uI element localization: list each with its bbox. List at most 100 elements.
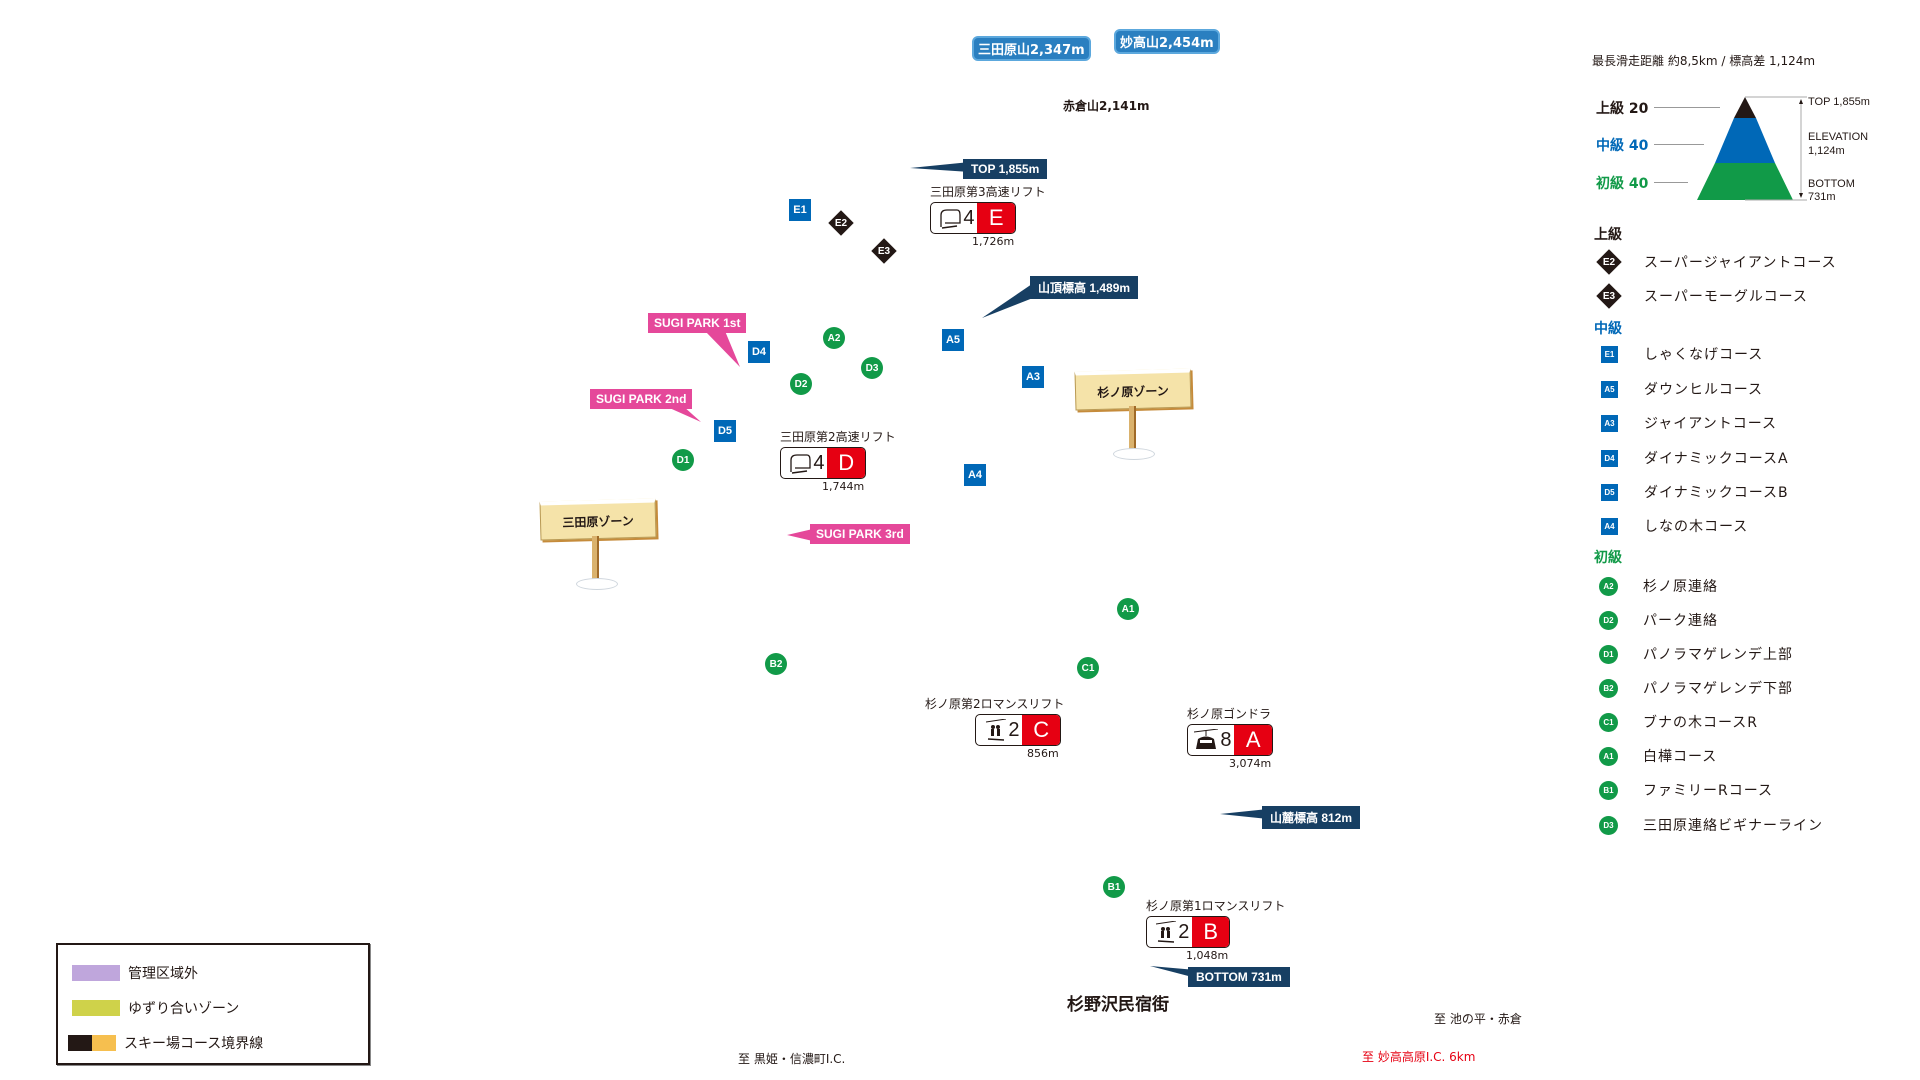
course-marker-a2[interactable]: A2 — [823, 327, 845, 349]
course-marker-a4[interactable]: A4 — [964, 464, 986, 486]
lift-c[interactable]: 杉ノ原第2ロマンスリフト 2 C 856m — [925, 695, 1064, 760]
course-marker-b2[interactable]: B2 — [765, 653, 787, 675]
lift-b[interactable]: 杉ノ原第1ロマンスリフト 2 B 1,048m — [1146, 897, 1285, 962]
lift-badge: 2 C — [975, 714, 1061, 746]
lift-letter: A — [1234, 725, 1272, 755]
course-marker-d4[interactable]: D4 — [748, 341, 770, 363]
pair-chair-icon — [1156, 921, 1177, 943]
lift-name: 三田原第2高速リフト — [780, 430, 896, 444]
lift-length: 1,744m — [822, 480, 865, 493]
circle-icon: B1 — [1599, 780, 1618, 800]
lift-d[interactable]: 三田原第2高速リフト 4 D 1,744m — [780, 428, 896, 493]
course-marker-e1[interactable]: E1 — [789, 199, 811, 221]
level-count-beginner: 初級 40 — [1596, 176, 1649, 192]
diamond-icon: E3 — [1596, 283, 1622, 309]
zone-sign-board: 杉ノ原ゾーン — [1074, 368, 1192, 411]
lift-letter: D — [827, 448, 865, 478]
course-marker-a5[interactable]: A5 — [942, 329, 964, 351]
square-icon: A3 — [1601, 414, 1618, 432]
pyramid-beginner — [1697, 163, 1793, 200]
leader-line — [1654, 144, 1704, 145]
callout-base: 山麓標高 812m — [1262, 806, 1361, 829]
park-label-1st: SUGI PARK 1st — [648, 313, 747, 333]
level-count-intermediate: 中級 40 — [1596, 138, 1649, 154]
lift-capacity: 8 — [1188, 725, 1234, 755]
circle-icon: A2 — [1599, 576, 1618, 596]
course-marker-e2[interactable]: E2 — [828, 210, 854, 236]
course-marker-a3[interactable]: A3 — [1022, 366, 1044, 388]
course-marker-d1[interactable]: D1 — [672, 449, 694, 471]
course-marker-d5[interactable]: D5 — [714, 420, 736, 442]
course-marker-e3[interactable]: E3 — [871, 238, 897, 264]
callout-bottom: BOTTOM 731m — [1188, 967, 1290, 987]
lift-letter: C — [1022, 715, 1060, 745]
summary-header: 最長滑走距離 約8,5km / 標高差 1,124m — [1592, 54, 1816, 68]
destination-myoko-kogen: 至 妙高高原I.C. 6km — [1362, 1050, 1476, 1064]
level-count-advanced: 上級 20 — [1596, 101, 1649, 117]
sign-pole — [592, 536, 599, 582]
course-marker-d3[interactable]: D3 — [861, 357, 883, 379]
peak-label-akakura: 赤倉山2,141m — [1063, 99, 1150, 113]
circle-icon: C1 — [1599, 712, 1618, 732]
park-pointer-3rd — [787, 528, 817, 542]
bottom-label: BOTTOM — [1808, 178, 1855, 190]
lift-name: 三田原第3高速リフト — [930, 185, 1046, 199]
course-marker-a1[interactable]: A1 — [1117, 598, 1139, 620]
park-pointer-1st — [705, 331, 740, 367]
lift-length: 1,726m — [972, 235, 1015, 248]
callout-pointer-summit — [982, 284, 1038, 318]
lift-capacity: 2 — [1147, 917, 1192, 947]
area-legend-yield-zone: ゆずり合いゾーン — [72, 998, 239, 1018]
sign-snow — [576, 578, 618, 590]
lift-badge: 4 E — [930, 202, 1016, 234]
lift-badge: 2 B — [1146, 916, 1230, 948]
destination-ikenotaira: 至 池の平・赤倉 — [1434, 1012, 1522, 1026]
sign-pole — [1129, 406, 1136, 452]
elevation-label: ELEVATION — [1808, 131, 1869, 143]
lift-capacity: 2 — [976, 715, 1022, 745]
top-elevation: TOP 1,855m — [1808, 96, 1870, 108]
park-pointer-2nd — [665, 406, 701, 422]
lift-letter: E — [977, 203, 1015, 233]
area-legend-out-of-bounds: 管理区域外 — [72, 963, 198, 983]
pyramid-advanced — [1734, 97, 1756, 118]
lift-length: 1,048m — [1186, 949, 1229, 962]
callout-pointer-base — [1220, 809, 1268, 819]
diamond-icon: E2 — [1596, 249, 1622, 275]
area-legend: 管理区域外 ゆずり合いゾーン スキー場コース境界線 — [56, 943, 370, 1065]
area-legend-boundary: スキー場コース境界線 — [68, 1033, 263, 1053]
course-marker-d2[interactable]: D2 — [790, 373, 812, 395]
lift-a-gondola[interactable]: 杉ノ原ゴンドラ 8 A 3,074m — [1187, 705, 1273, 770]
callout-pointer-bottom — [1150, 966, 1196, 978]
lift-badge: 8 A — [1187, 724, 1273, 756]
elevation-pyramid — [1697, 97, 1793, 200]
circle-icon: D1 — [1599, 644, 1618, 664]
lift-length: 856m — [1027, 747, 1059, 760]
leader-line — [1654, 182, 1688, 183]
course-marker-c1[interactable]: C1 — [1077, 657, 1099, 679]
course-marker-b1[interactable]: B1 — [1103, 876, 1125, 898]
lift-e[interactable]: 三田原第3高速リフト 4 E 1,726m — [930, 183, 1046, 248]
park-label-3rd: SUGI PARK 3rd — [810, 524, 910, 544]
zone-sign-board: 三田原ゾーン — [539, 498, 657, 541]
lift-capacity: 4 — [931, 203, 977, 233]
peak-label-myoko: 妙高山2,454m — [1114, 29, 1220, 54]
circle-icon: D3 — [1599, 815, 1618, 835]
leader-line — [1654, 107, 1720, 108]
